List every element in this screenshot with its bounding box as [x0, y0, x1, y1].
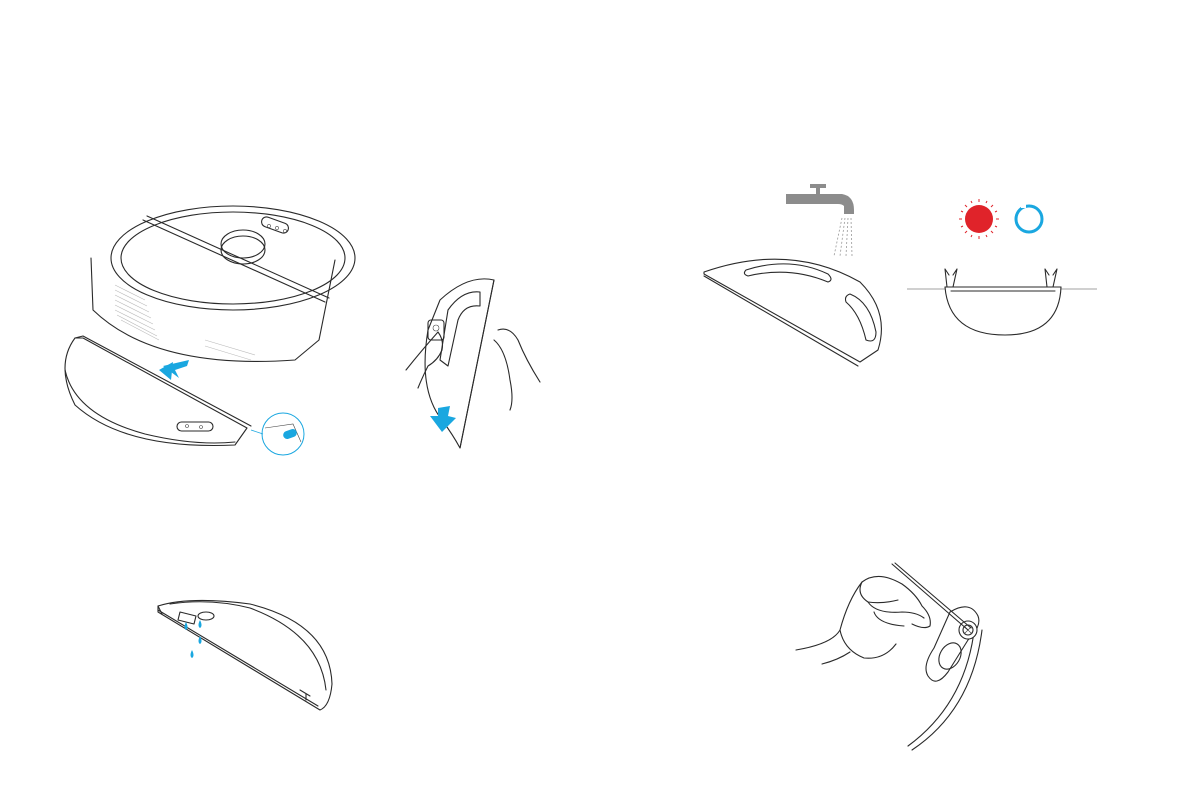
mop-cloth-removal-icon: [398, 270, 548, 450]
water-drip-icon: [150, 594, 340, 714]
robot-vacuum-tank-removal-icon: [55, 190, 315, 470]
panel-remove-mop-cloth: [398, 270, 548, 450]
mop-attach-icon: [905, 195, 1100, 340]
red-light-indicator-icon: [959, 199, 999, 239]
panel-remove-water-tank: [55, 190, 315, 470]
panel-attach-mop-cloth: [905, 195, 1100, 340]
faucet-rinse-icon: [700, 182, 890, 367]
panel-clean-filter: [792, 560, 1002, 755]
panel-rinse-mop-cloth: [700, 182, 890, 367]
blue-ring-indicator-icon: [1016, 204, 1042, 232]
panel-drain-water-tank: [150, 594, 340, 714]
filter-cleaning-pin-icon: [792, 560, 1002, 755]
